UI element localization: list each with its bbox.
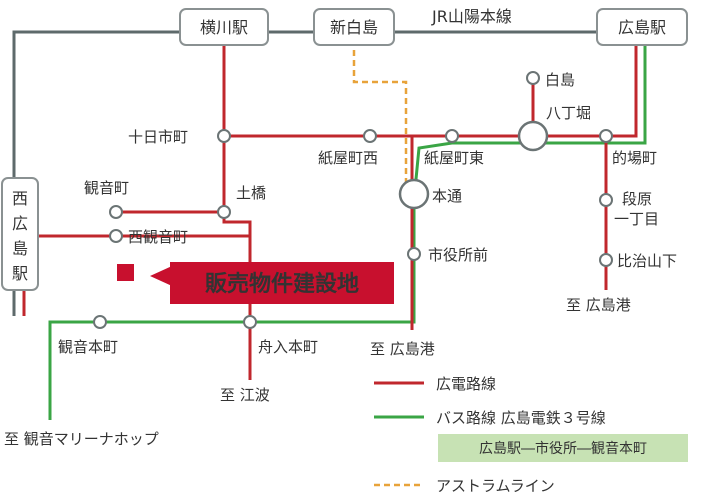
station-kanonhonmachi-dot bbox=[93, 315, 107, 329]
legend-bus-route-box bbox=[438, 434, 688, 462]
station-danbara-label-1: 段原 bbox=[622, 190, 652, 208]
jr-line-name: JR山陽本線 bbox=[431, 7, 512, 26]
legend-astram-label: アストラムライン bbox=[436, 477, 555, 495]
station-labels: 白島 八丁堀 十日市町 紙屋町西 紙屋町東 的場町 段原 一丁目 比治山下 観音… bbox=[58, 71, 677, 356]
station-hijiyama-dot bbox=[599, 253, 613, 267]
station-dots bbox=[93, 71, 613, 329]
destination-kanon-marina: 至 観音マリーナホップ bbox=[4, 430, 159, 448]
station-dobashi-label: 土橋 bbox=[236, 184, 266, 202]
station-matoba-label: 的場町 bbox=[612, 149, 657, 167]
station-funairi-dot bbox=[243, 315, 257, 329]
station-hatchobori-label: 八丁堀 bbox=[546, 104, 591, 122]
destination-hiroshima-port-east: 至 広島港 bbox=[566, 296, 631, 314]
station-dobashi-dot bbox=[217, 205, 231, 219]
station-hakushima-label: 白島 bbox=[545, 71, 575, 89]
station-danbara-label-2: 一丁目 bbox=[614, 210, 659, 228]
station-shiyakusho-dot bbox=[407, 247, 421, 261]
station-kamiyacho-higashi-dot bbox=[445, 129, 459, 143]
station-hatchobori-node bbox=[517, 120, 549, 152]
astram-line bbox=[352, 40, 408, 190]
station-hijiyama-label: 比治山下 bbox=[617, 252, 677, 270]
station-funairi-label: 舟入本町 bbox=[258, 338, 318, 356]
station-hiroshima-box: 広島駅 bbox=[596, 8, 688, 46]
station-hondori-label: 本通 bbox=[432, 187, 462, 205]
station-yokogawa-label: 横川駅 bbox=[200, 18, 248, 37]
station-shinhakushima-box: 新白島 bbox=[313, 8, 395, 46]
station-kamiyacho-nishi-label: 紙屋町西 bbox=[318, 149, 378, 167]
station-danbara-dot bbox=[599, 193, 613, 207]
station-hiroshima-label: 広島駅 bbox=[618, 18, 666, 37]
destination-hiroshima-port-center: 至 広島港 bbox=[370, 340, 435, 358]
destination-eba: 至 江波 bbox=[220, 386, 270, 404]
jr-line bbox=[12, 30, 686, 316]
site-label: 販売物件建設地 bbox=[205, 271, 359, 297]
station-kanoncho-dot bbox=[109, 205, 123, 219]
station-kanonhonmachi-label: 観音本町 bbox=[58, 338, 118, 356]
destination-labels: 至 広島港 至 広島港 至 江波 至 観音マリーナホップ bbox=[4, 296, 631, 448]
station-nishihiroshima-box: 西広島駅 bbox=[1, 177, 39, 291]
station-nishikanon-label: 西観音町 bbox=[128, 228, 188, 246]
station-shiyakusho-label: 市役所前 bbox=[428, 246, 488, 264]
station-yokogawa-box: 横川駅 bbox=[179, 8, 269, 46]
station-hondori-node bbox=[398, 178, 430, 210]
station-kanoncho-label: 観音町 bbox=[84, 179, 129, 197]
station-tokaichimachi-dot bbox=[217, 129, 231, 143]
station-kamiyacho-higashi-label: 紙屋町東 bbox=[424, 149, 484, 167]
legend-bus-label: バス路線 広島電鉄３号線 bbox=[436, 409, 606, 427]
legend: 広電路線 バス路線 広島電鉄３号線 広島駅―市役所―観音本町 アストラムライン bbox=[374, 375, 688, 495]
station-nishihiroshima-label: 西広島駅 bbox=[12, 189, 28, 283]
station-matoba-dot bbox=[599, 129, 613, 143]
site-marker: 販売物件建設地 bbox=[117, 262, 394, 304]
station-nishikanon-dot bbox=[109, 229, 123, 243]
bus-line bbox=[48, 42, 647, 420]
legend-bus-route-label: 広島駅―市役所―観音本町 bbox=[479, 440, 647, 457]
station-shinhakushima-label: 新白島 bbox=[330, 18, 378, 37]
legend-tram-label: 広電路線 bbox=[436, 375, 496, 393]
station-kamiyacho-nishi-dot bbox=[363, 129, 377, 143]
station-tokaichimachi-label: 十日市町 bbox=[128, 128, 188, 146]
station-hakushima-dot bbox=[526, 71, 540, 85]
